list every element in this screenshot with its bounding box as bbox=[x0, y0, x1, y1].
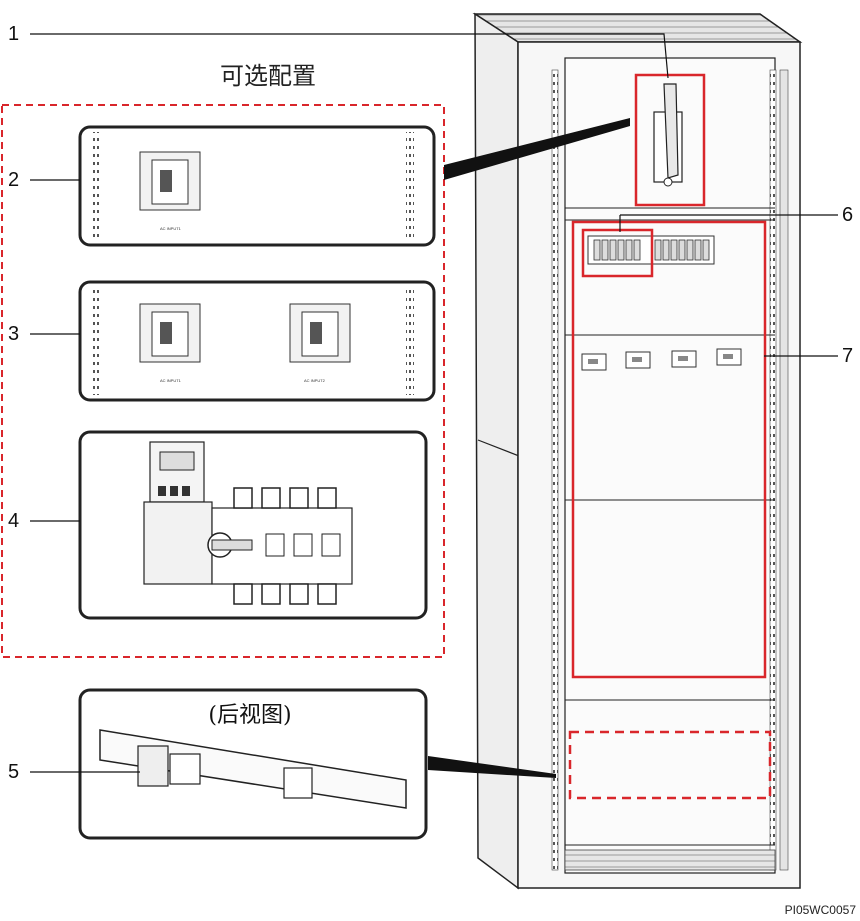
pointer-wedge-top bbox=[444, 118, 630, 180]
callout-2: 2 bbox=[8, 169, 19, 191]
optional-config-title: 可选配置 bbox=[220, 62, 316, 90]
callout-3: 3 bbox=[8, 323, 19, 345]
highlight-main-switch bbox=[634, 73, 706, 207]
cabinet-highlights bbox=[568, 73, 772, 800]
callout-7: 7 bbox=[842, 345, 853, 367]
pointer-wedge-bottom bbox=[428, 756, 556, 778]
callouts: 1 2 3 4 5 6 7 bbox=[8, 23, 853, 783]
panel-2: AC INPUT1 bbox=[78, 125, 436, 247]
optional-config-frame bbox=[1, 104, 445, 658]
panel-5-rear-view: (后视图) bbox=[78, 688, 428, 840]
rear-view-label: (后视图) bbox=[208, 703, 291, 728]
panel-3: AC INPUT1 AC INPUT2 bbox=[78, 280, 436, 402]
highlight-section-7 bbox=[571, 220, 767, 679]
output-switches bbox=[581, 348, 742, 371]
cabinet bbox=[472, 12, 803, 890]
panel-3-input1-label: AC INPUT1 bbox=[160, 378, 182, 383]
highlight-rear-bay bbox=[568, 730, 772, 800]
panel-4 bbox=[78, 430, 428, 620]
figure-code: PI05WC0057 bbox=[785, 903, 857, 917]
callout-6: 6 bbox=[842, 204, 853, 226]
callout-1: 1 bbox=[8, 23, 19, 45]
callout-5: 5 bbox=[8, 761, 19, 783]
panel-2-input1-label: AC INPUT1 bbox=[160, 226, 182, 231]
callout-4: 4 bbox=[8, 510, 19, 532]
highlight-breakers bbox=[581, 228, 654, 278]
panel-3-input2-label: AC INPUT2 bbox=[304, 378, 326, 383]
